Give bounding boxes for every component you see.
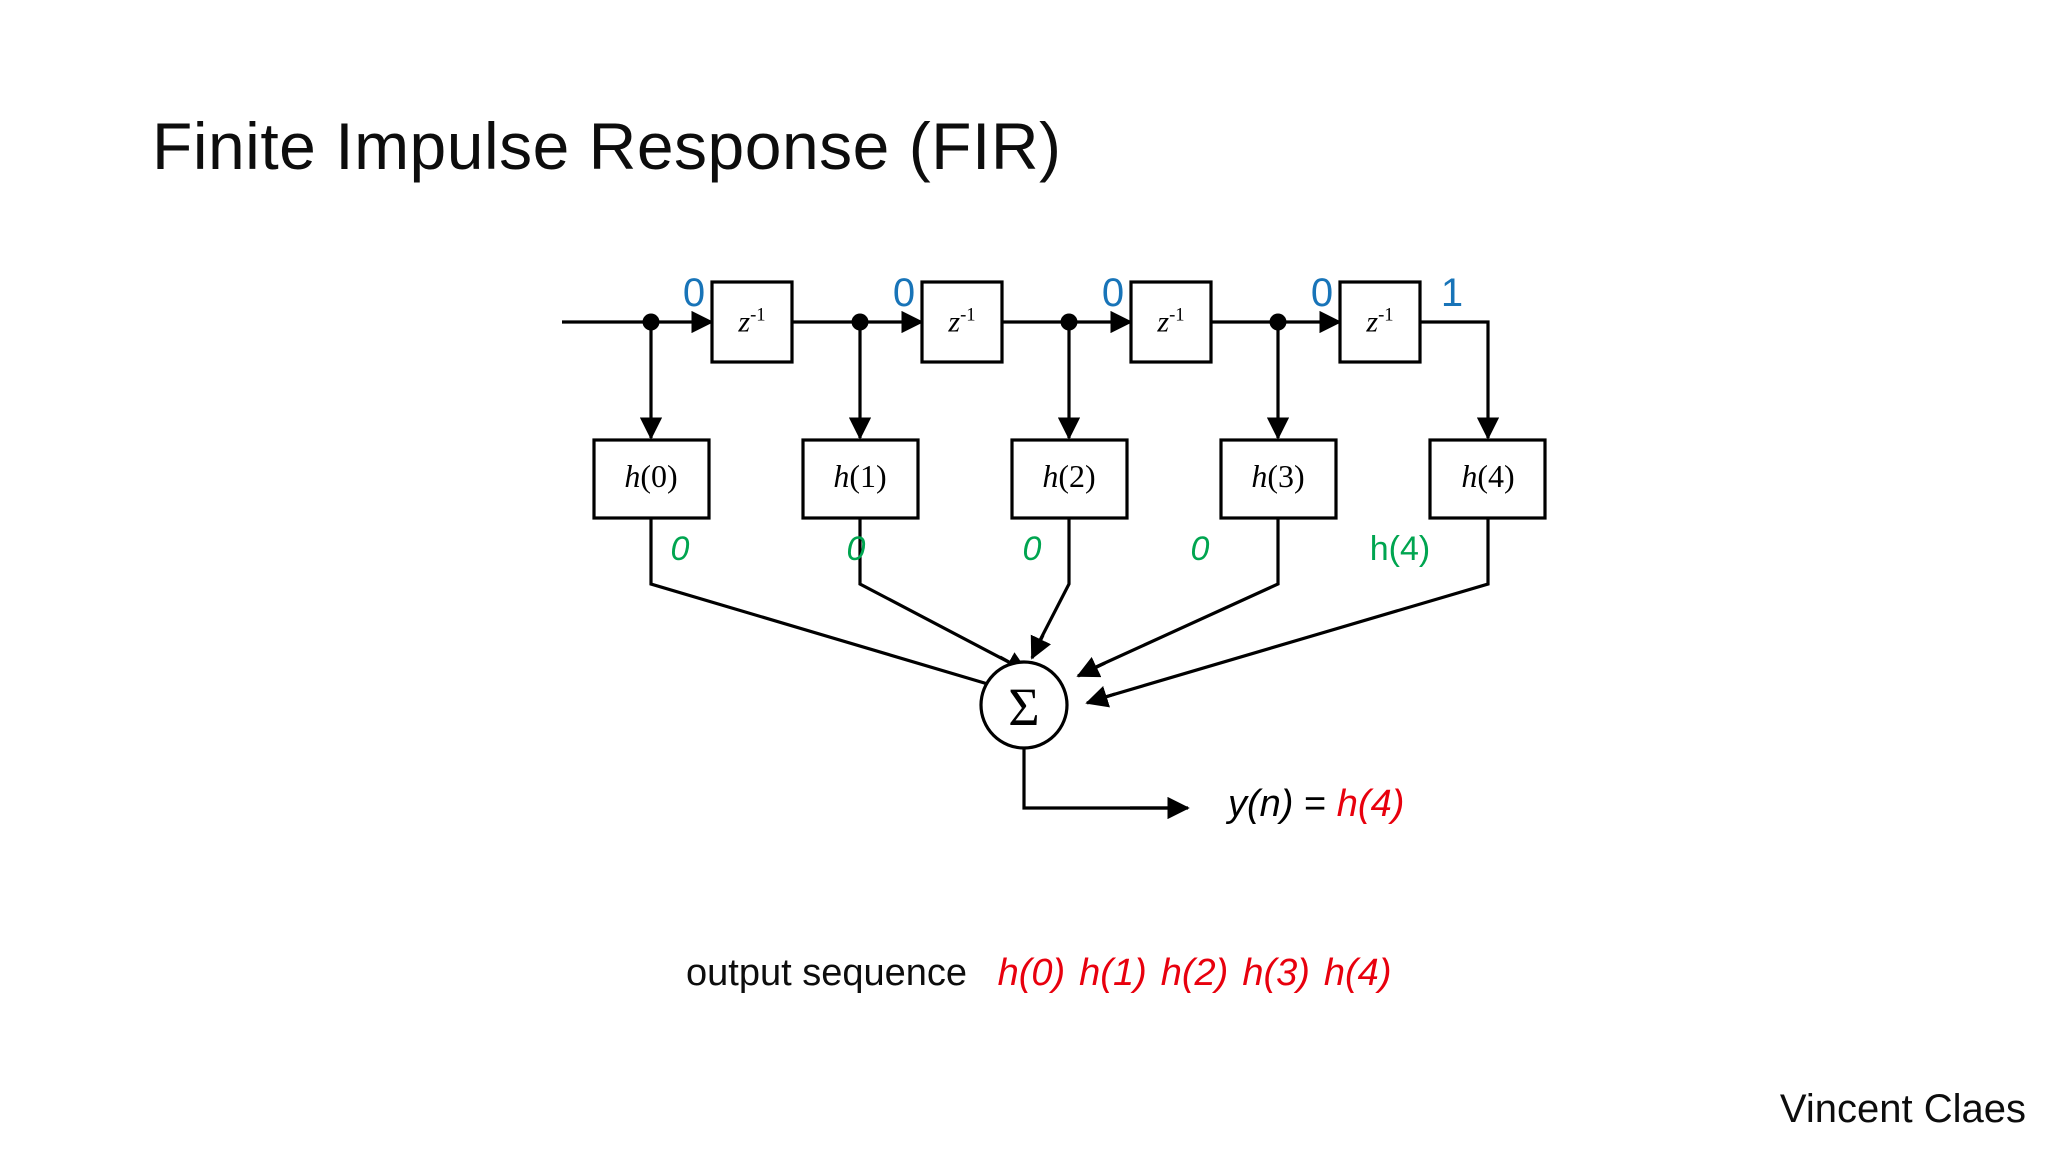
- output-sequence-term: h(3): [1242, 952, 1310, 994]
- sum-node-symbol: Σ: [1008, 677, 1040, 737]
- coef-label-h0: h(0): [624, 458, 678, 494]
- footer-author: Vincent Claes: [1779, 1087, 2026, 1131]
- tap-dot-0: [642, 313, 660, 331]
- delay-box-label-1: z-1: [738, 304, 766, 339]
- delay-box-1: [710, 280, 794, 364]
- coef-label-h2: h(2): [1042, 458, 1096, 494]
- tap-value-label-2: 0: [1101, 271, 1125, 315]
- coef-output-label-3: 0: [1190, 530, 1210, 568]
- sum-arrow-from-h2: [1030, 634, 1051, 660]
- coef-output-label-4: h(4): [1369, 530, 1431, 568]
- output-sequence-term: h(4): [1323, 952, 1392, 994]
- delay-box-label-4: z-1: [1366, 304, 1394, 339]
- output-expression-right: h(4): [1336, 783, 1405, 825]
- tap-value-label-4: 1: [1440, 271, 1464, 315]
- output-sequence-caption: output sequence: [686, 952, 968, 994]
- coef-label-h1: h(1): [833, 458, 887, 494]
- delay-box-4: [1338, 280, 1422, 364]
- sum-line-from-h3: [1084, 518, 1280, 674]
- sum-line-from-h1: [858, 518, 1021, 670]
- tap-value-label-3: 0: [1310, 271, 1334, 315]
- delay-box-2: [920, 280, 1004, 364]
- page-title: Finite Impulse Response (FIR): [152, 109, 1062, 183]
- line-d4-output-drop: [1420, 320, 1490, 424]
- tap-dot-1: [851, 313, 869, 331]
- sum-arrow-from-h4: [1085, 686, 1116, 708]
- coef-label-h3: h(3): [1251, 458, 1305, 494]
- coef-output-label-2: 0: [1022, 530, 1042, 568]
- delay-box-label-3: z-1: [1157, 304, 1185, 339]
- tap-dot-2: [1060, 313, 1078, 331]
- tap-value-label-0: 0: [682, 271, 706, 315]
- coef-output-label-1: 0: [846, 530, 866, 568]
- delay-box-label-2: z-1: [948, 304, 976, 339]
- sum-line-from-h2: [1033, 518, 1071, 651]
- coef-box-h0: [592, 438, 711, 520]
- output-sequence-term: h(1): [1079, 952, 1147, 994]
- coef-box-h2: [1010, 438, 1129, 520]
- output-sequence-terms: h(0) h(1) h(2) h(3) h(4): [987, 952, 1405, 994]
- output-expression-left: y(n): [1228, 783, 1294, 825]
- output-sequence-term: h(0): [997, 952, 1066, 994]
- output-line: [1022, 748, 1170, 810]
- output-sequence-term: h(2): [1160, 952, 1229, 994]
- coef-output-label-0: 0: [670, 530, 690, 568]
- tap-value-label-1: 0: [892, 271, 916, 315]
- sum-arrow-from-h3: [1076, 656, 1106, 678]
- sum-line-from-h0: [649, 518, 1009, 692]
- tap-dot-3: [1269, 313, 1287, 331]
- output-sequence-line: output sequence h(0) h(1) h(2) h(3) h(4): [686, 952, 1405, 995]
- coef-label-h4: h(4): [1461, 458, 1515, 494]
- sum-line-from-h4: [1094, 518, 1490, 702]
- tap-dots-group: [642, 313, 1287, 331]
- delay-box-3: [1129, 280, 1213, 364]
- output-expression-equals: =: [1304, 783, 1327, 825]
- output-expression: y(n) = h(4): [1228, 783, 1404, 826]
